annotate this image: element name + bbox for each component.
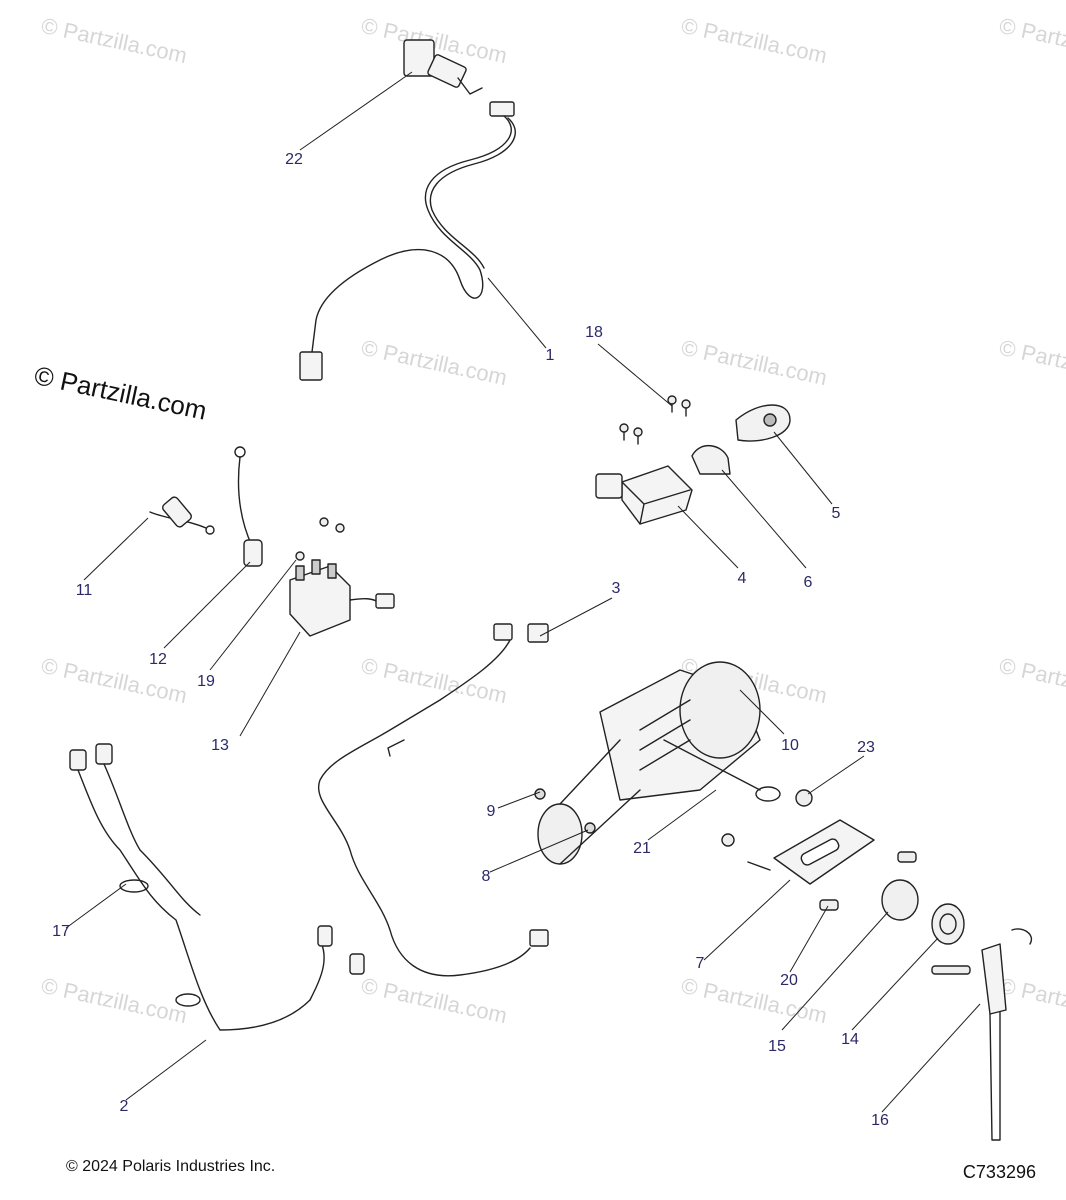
- part-6-holder: [691, 445, 731, 475]
- part-19-screws: [295, 517, 345, 561]
- callout-20[interactable]: 20: [780, 972, 798, 989]
- part-21-cable: [663, 739, 781, 802]
- callout-12[interactable]: 12: [149, 651, 167, 668]
- callout-18[interactable]: 18: [585, 324, 603, 341]
- part-9-motor: [534, 739, 641, 865]
- part-7-fairlead: [721, 819, 875, 885]
- callout-10[interactable]: 10: [781, 737, 799, 754]
- diagram-code: C733296: [962, 1162, 1036, 1182]
- callout-8[interactable]: 8: [481, 868, 491, 885]
- part-20-bolts: [819, 851, 917, 911]
- callout-22[interactable]: 22: [285, 151, 303, 168]
- callout-15[interactable]: 15: [768, 1038, 786, 1055]
- part-16-hook: [931, 928, 1033, 1141]
- callout-9[interactable]: 9: [486, 803, 496, 820]
- part-5-remote: [735, 404, 791, 442]
- copyright-text: © 2024 Polaris Industries Inc.: [66, 1158, 276, 1175]
- part-3-harness: [317, 623, 549, 977]
- part-18-screws: [619, 395, 691, 445]
- callout-19[interactable]: 19: [197, 673, 215, 690]
- part-14-stopper: [931, 903, 965, 945]
- part-15-stopper: [881, 879, 919, 921]
- part-2-harness: [69, 743, 365, 1031]
- callout-3[interactable]: 3: [611, 580, 621, 597]
- callout-16[interactable]: 16: [871, 1112, 889, 1129]
- callout-4[interactable]: 4: [737, 570, 747, 587]
- part-12-cable: [234, 446, 263, 567]
- leader-lines: [65, 71, 981, 1113]
- callout-17[interactable]: 17: [52, 923, 70, 940]
- callout-21[interactable]: 21: [633, 840, 651, 857]
- part-11-cable: [149, 496, 215, 535]
- part-10-winch: [599, 661, 761, 801]
- callout-1[interactable]: 1: [545, 347, 555, 364]
- callout-5[interactable]: 5: [831, 505, 841, 522]
- part-1-harness: [299, 101, 516, 381]
- callout-6[interactable]: 6: [803, 574, 813, 591]
- callout-13[interactable]: 13: [211, 737, 229, 754]
- part-4-module: [595, 465, 693, 525]
- callout-11[interactable]: 11: [75, 582, 93, 599]
- callout-23[interactable]: 23: [857, 739, 875, 756]
- callout-14[interactable]: 14: [841, 1031, 859, 1048]
- callout-2[interactable]: 2: [119, 1098, 129, 1115]
- part-13-solenoid: [289, 559, 395, 637]
- callout-7[interactable]: 7: [695, 955, 705, 972]
- part-22-connector: [403, 39, 483, 95]
